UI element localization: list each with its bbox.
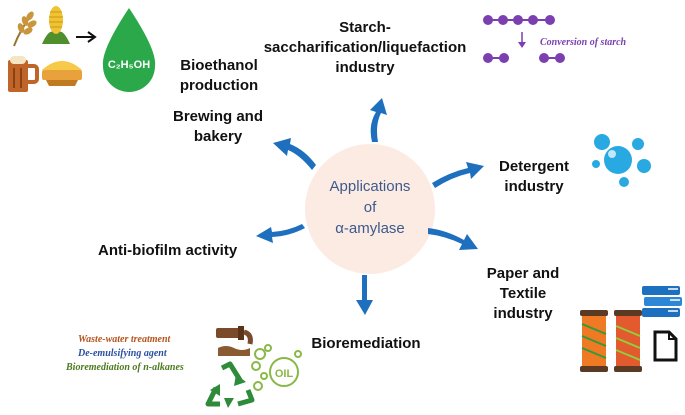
arrow-up <box>370 98 387 142</box>
label-starch: Starch- saccharification/liquefaction in… <box>240 18 490 78</box>
oil-label: OIL <box>275 368 294 380</box>
arrow-right-icon <box>76 31 97 43</box>
molecule-chain-icon <box>483 15 565 63</box>
bubbles-icon <box>592 134 651 187</box>
conversion-label: Conversion of starch <box>540 37 627 48</box>
label-paper-line1: Paper and <box>486 265 560 282</box>
arrow-upper-left <box>273 138 316 170</box>
label-detergent-line2: industry <box>504 178 564 195</box>
waste-line1: Waste-water treatment <box>78 334 171 345</box>
wheat-icon <box>13 11 37 47</box>
waste-line2: De-emulsifying agent <box>78 348 167 359</box>
arrow-left <box>256 224 305 243</box>
label-antibiofilm: Anti-biofilm activity <box>98 241 248 261</box>
center-title-line1: Applications <box>329 178 411 195</box>
label-starch-line1: Starch- <box>339 19 391 36</box>
label-brewing-line1: Brewing and <box>172 108 263 125</box>
label-starch-line2: saccharification/liquefaction <box>263 39 467 56</box>
ethanol-formula: C₂H₅OH <box>108 59 150 71</box>
label-brewing-line2: bakery <box>193 128 243 145</box>
books-icon <box>642 286 682 317</box>
oil-bubbles-icon: OIL <box>251 344 302 391</box>
label-bioremediation: Bioremediation <box>306 334 426 354</box>
label-antibiofilm-line1: Anti-biofilm activity <box>98 242 238 259</box>
ethanol-drop-icon: C₂H₅OH <box>102 8 156 92</box>
arrow-right-up <box>432 162 484 188</box>
pie-icon <box>42 61 82 86</box>
label-bioethanol: Bioethanol production <box>166 56 272 96</box>
label-bioremediation-line1: Bioremediation <box>311 335 421 352</box>
beer-mug-icon <box>8 56 39 92</box>
label-paper-line2: Textile <box>499 285 547 302</box>
center-circle <box>305 144 435 274</box>
arrow-right-down <box>428 228 478 250</box>
document-icon <box>653 330 678 362</box>
label-detergent: Detergent industry <box>484 157 584 197</box>
center-title: Applications of α-amylase <box>305 176 435 239</box>
arrow-down <box>356 275 373 315</box>
thread-spools-icon <box>580 310 642 372</box>
label-paper-line3: industry <box>493 305 553 322</box>
label-brewing: Brewing and bakery <box>162 107 274 147</box>
label-paper: Paper and Textile industry <box>475 264 571 324</box>
recycle-icon <box>205 361 255 408</box>
center-title-line3: α-amylase <box>335 220 405 237</box>
corn-icon <box>42 6 70 44</box>
waste-line3: Bioremediation of n-alkanes <box>66 362 184 373</box>
sewage-pipe-icon <box>216 326 253 356</box>
label-bioethanol-line1: Bioethanol <box>180 57 258 74</box>
label-bioethanol-line2: production <box>179 77 259 94</box>
label-starch-line3: industry <box>335 59 395 76</box>
center-title-line2: of <box>363 199 377 216</box>
label-detergent-line1: Detergent <box>498 158 569 175</box>
